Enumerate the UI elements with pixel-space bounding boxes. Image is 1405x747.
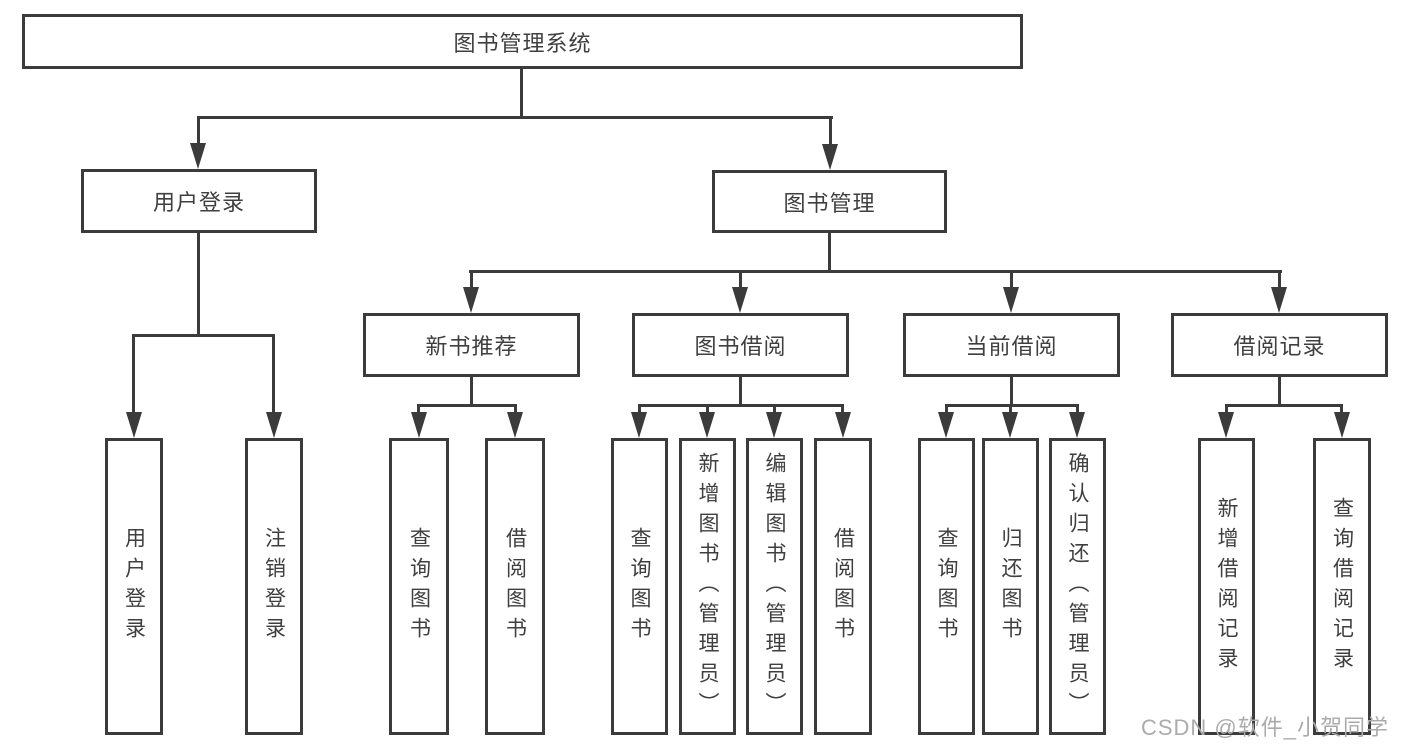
leaf-borrow-query-book: 查询图书 [611,438,668,735]
connector-drop-leaf [841,404,844,414]
leaf-label: 确认归还（管理员） [1066,451,1089,722]
connector-drop-leaf [706,404,709,414]
connector-drop-book-borrow [739,270,742,290]
leaf-label: 查询图书 [628,526,651,647]
leaf-current-return-book: 归还图书 [982,438,1039,735]
node-label: 当前借阅 [965,334,1058,359]
leaf-logout-login: 注销登录 [245,438,303,735]
arrow-down-icon [1003,287,1019,313]
arrow-down-icon [190,143,206,169]
connector-drop-new-book [470,270,473,290]
node-label: 用户登录 [152,190,245,215]
node-label: 新书推荐 [425,334,518,359]
node-book-borrow: 图书借阅 [632,313,849,377]
node-label: 借阅记录 [1233,334,1326,359]
arrow-down-icon [126,412,142,438]
node-library-management-system: 图书管理系统 [22,14,1023,69]
leaf-current-query-book: 查询图书 [918,438,975,735]
leaf-label: 新增图书（管理员） [696,451,719,722]
leaf-label: 注销登录 [262,526,286,647]
connector-book-borrow-stem [739,377,742,407]
node-borrow-records: 借阅记录 [1171,313,1388,377]
connector-drop-leaf [132,334,135,414]
connector-book-borrow-rail [638,404,844,407]
arrow-down-icon [1334,412,1350,438]
connector-user-login-stem [197,233,200,337]
arrow-down-icon [411,412,427,438]
leaf-label: 查询图书 [935,526,958,647]
connector-current-borrow-rail [945,404,1079,407]
node-new-book-recommend: 新书推荐 [363,313,580,377]
connector-drop-leaf [1225,404,1228,414]
leaf-records-query-record: 查询借阅记录 [1313,438,1371,735]
connector-user-login-rail [132,334,274,337]
leaf-label: 归还图书 [999,526,1022,647]
arrow-down-icon [1271,287,1287,313]
arrow-down-icon [507,412,523,438]
arrow-down-icon [1002,412,1018,438]
connector-book-mgmt-stem [828,233,831,273]
leaf-records-add-record: 新增借阅记录 [1198,438,1255,735]
arrow-down-icon [835,412,851,438]
connector-drop-leaf [638,404,641,414]
connector-drop-leaf [1340,404,1343,414]
leaf-label: 编辑图书（管理员） [763,451,786,722]
leaf-label: 新增借阅记录 [1215,496,1238,677]
connector-drop-leaf [272,334,275,414]
arrow-down-icon [463,287,479,313]
connector-drop-book-mgmt [829,116,832,146]
leaf-label: 查询图书 [407,526,431,647]
node-user-login: 用户登录 [81,169,317,233]
leaf-newbook-query-book: 查询图书 [389,438,449,735]
leaf-label: 用户登录 [122,526,146,647]
connector-current-borrow-stem [1010,377,1013,407]
arrow-down-icon [631,412,647,438]
arrow-down-icon [266,412,282,438]
arrow-down-icon [938,412,954,438]
connector-drop-current-borrow [1010,270,1013,290]
connector-drop-leaf [1076,404,1079,414]
node-current-borrow: 当前借阅 [903,313,1120,377]
node-label: 图书管理 [783,190,876,216]
leaf-borrow-borrow-book: 借阅图书 [814,438,872,735]
connector-drop-leaf [417,404,420,414]
connector-drop-leaf [514,404,517,414]
leaf-borrow-add-book-admin: 新增图书（管理员） [679,438,736,735]
connector-borrow-records-rail [1225,404,1343,407]
node-label: 图书借阅 [694,334,787,359]
csdn-watermark: CSDN @软件_小贺同学 [1140,715,1389,740]
leaf-label: 借阅图书 [503,526,527,647]
connector-level2-rail [197,116,833,119]
node-book-management: 图书管理 [712,170,947,233]
connector-level3-rail [469,270,1282,273]
leaf-label: 借阅图书 [831,526,855,647]
leaf-borrow-edit-book-admin: 编辑图书（管理员） [746,438,803,735]
arrow-down-icon [1218,412,1234,438]
arrow-down-icon [822,144,838,170]
connector-drop-leaf [945,404,948,414]
node-label: 图书管理系统 [453,30,592,56]
connector-new-book-stem [470,377,473,407]
arrow-down-icon [732,287,748,313]
connector-drop-borrow-records [1278,270,1281,290]
connector-new-book-rail [417,404,517,407]
connector-drop-user-login [197,116,200,146]
arrow-down-icon [766,412,782,438]
leaf-label: 查询借阅记录 [1330,496,1354,677]
arrow-down-icon [1069,412,1085,438]
connector-drop-leaf [773,404,776,414]
connector-drop-leaf [1009,404,1012,414]
leaf-current-confirm-return-admin: 确认归还（管理员） [1049,438,1106,735]
leaf-newbook-borrow-book: 借阅图书 [485,438,545,735]
arrow-down-icon [699,412,715,438]
connector-borrow-records-stem [1278,377,1281,407]
connector-root-stem [520,69,523,119]
leaf-user-login: 用户登录 [105,438,163,735]
